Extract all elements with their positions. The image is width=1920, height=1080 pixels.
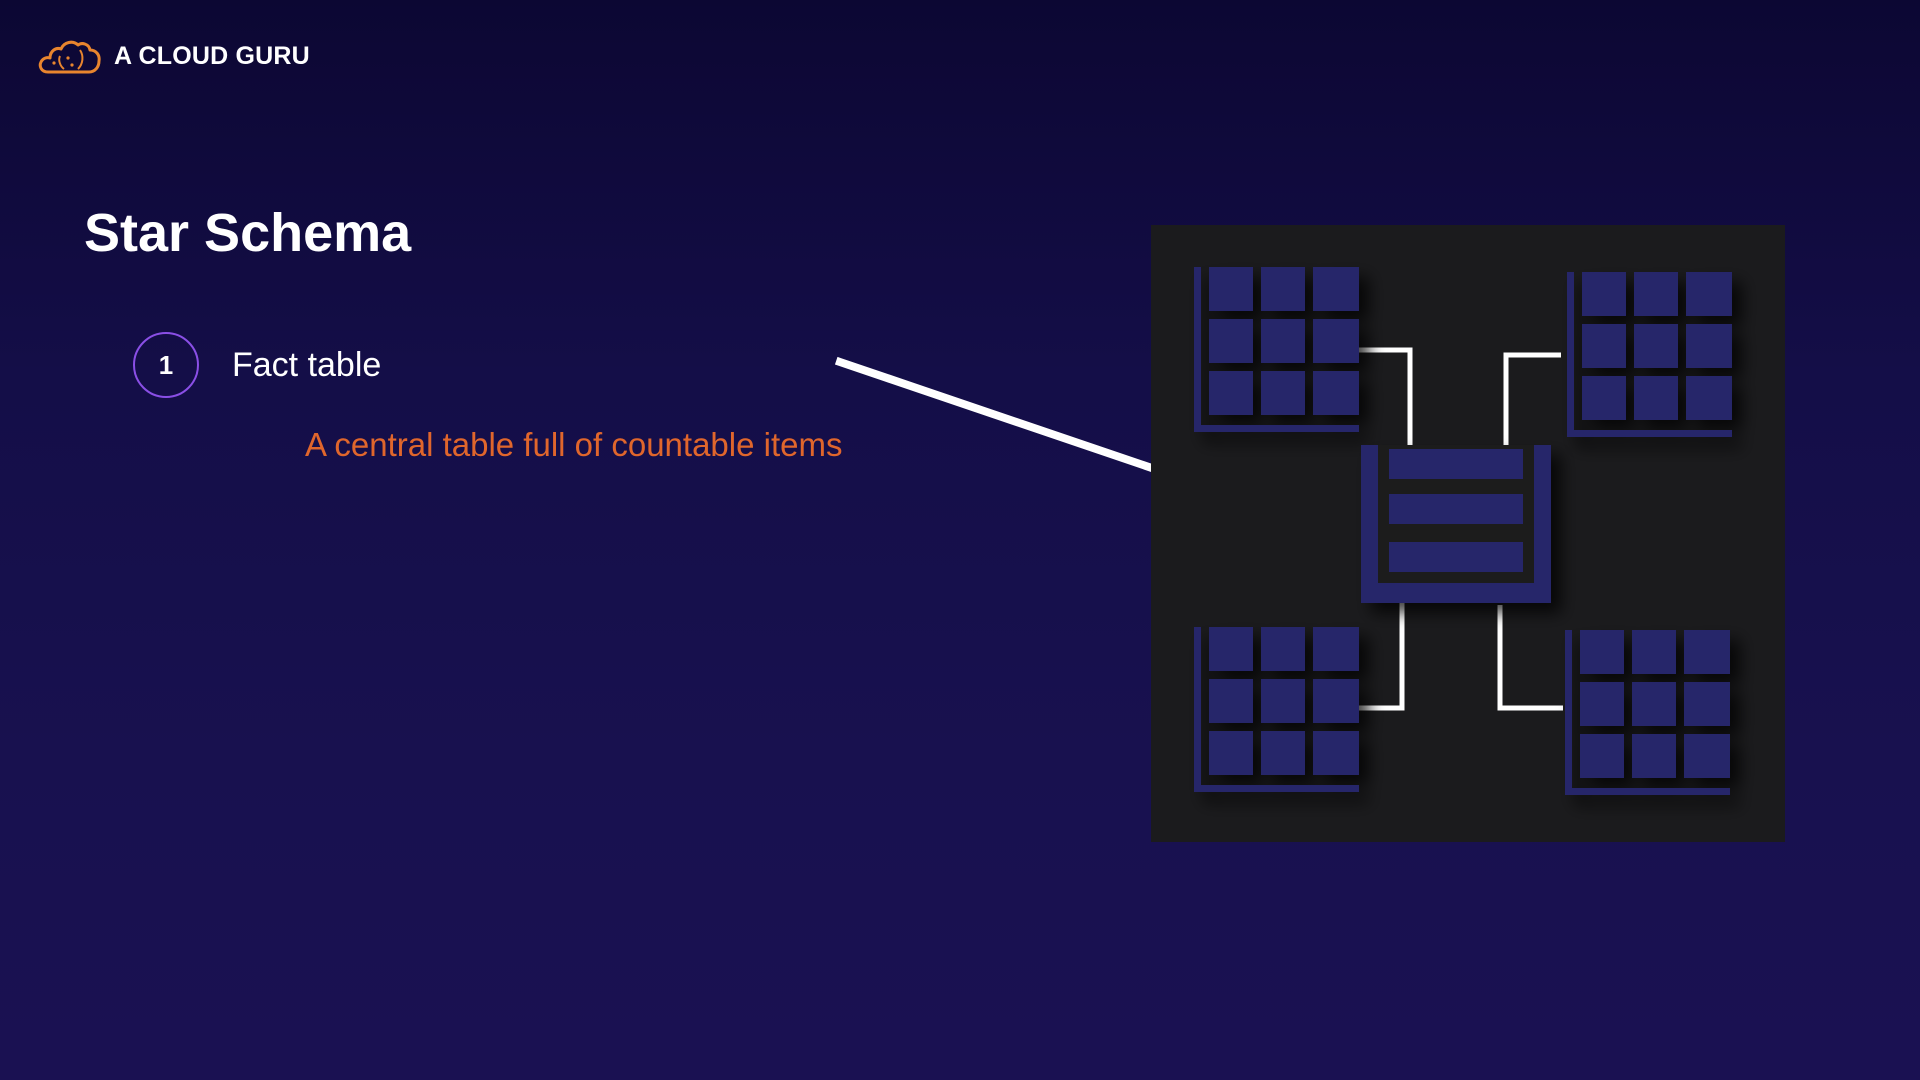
connector-lines: [1359, 347, 1563, 711]
fact-table-icon: [1361, 445, 1551, 603]
item-number-badge: 1: [133, 332, 199, 398]
dimension-table-icon: [1194, 267, 1359, 432]
brand-name: A CLOUD GURU: [114, 41, 310, 70]
item-label: Fact table: [232, 346, 382, 384]
dimension-table-icon: [1567, 272, 1732, 437]
dimension-table-icon: [1565, 630, 1730, 795]
item-number: 1: [158, 349, 174, 380]
cloud-logo-icon: [38, 36, 102, 76]
slide-title: Star Schema: [84, 203, 412, 263]
brand-logo: A CLOUD GURU: [38, 36, 310, 76]
item-description: A central table full of countable items: [305, 426, 843, 463]
dimension-table-icon: [1194, 627, 1359, 792]
star-schema-diagram: [1151, 225, 1785, 842]
